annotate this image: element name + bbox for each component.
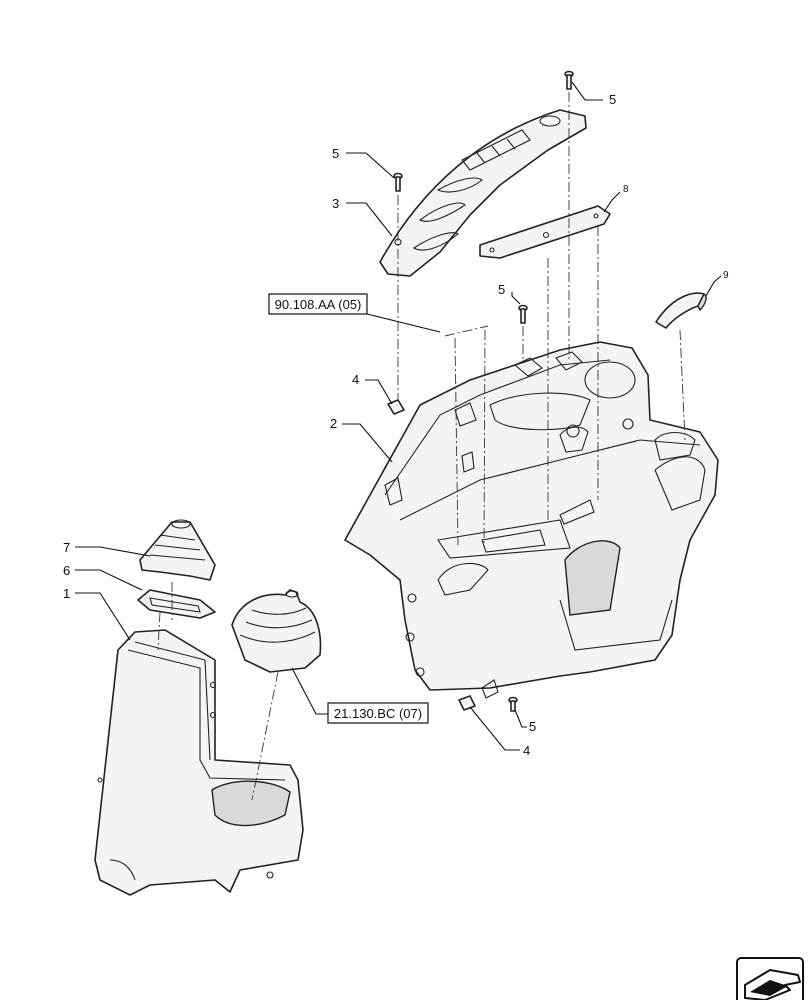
- part-1-pedestal[interactable]: [94, 629, 304, 896]
- callout-2: 2: [330, 416, 337, 431]
- part-9-pad[interactable]: [655, 292, 707, 329]
- callout-5-mid: 5: [498, 282, 505, 297]
- callout-8: 8: [623, 184, 629, 195]
- part-5-screw-top[interactable]: [564, 70, 574, 90]
- callout-1: 1: [63, 586, 70, 601]
- callout-numbers: 5 5 3 8 9 5 4 2 7 6 1 5 4: [63, 92, 729, 758]
- callout-5-bottom: 5: [529, 719, 536, 734]
- part-5-screw-left[interactable]: [393, 172, 403, 192]
- part-5-screw-mid[interactable]: [518, 304, 528, 324]
- svg-text:90.108.AA (05): 90.108.AA (05): [275, 297, 362, 312]
- callout-7: 7: [63, 540, 70, 555]
- callout-4-lower: 4: [523, 743, 530, 758]
- reference-box-90-108[interactable]: 90.108.AA (05): [268, 293, 368, 315]
- part-6-frame[interactable]: [137, 589, 216, 619]
- next-page-arrow-icon[interactable]: [736, 957, 804, 1000]
- part-5-screw-bottom[interactable]: [508, 696, 518, 712]
- reference-box-21-130[interactable]: 21.130.BC (07): [327, 702, 429, 724]
- part-7-gaiter-boot[interactable]: [139, 519, 216, 581]
- joystick-boot[interactable]: [231, 589, 322, 673]
- part-4-clip-lower[interactable]: [458, 679, 499, 711]
- callout-9: 9: [723, 270, 729, 281]
- assembly-lines: [157, 92, 686, 801]
- leader-lines: [75, 81, 722, 751]
- part-2-console-housing[interactable]: [344, 341, 719, 691]
- part-8-plate[interactable]: [479, 205, 611, 259]
- callout-5-left: 5: [332, 146, 339, 161]
- callout-6: 6: [63, 563, 70, 578]
- callout-3: 3: [332, 196, 339, 211]
- svg-text:21.130.BC (07): 21.130.BC (07): [334, 706, 422, 721]
- callout-4-upper: 4: [352, 372, 359, 387]
- callout-5-top: 5: [609, 92, 616, 107]
